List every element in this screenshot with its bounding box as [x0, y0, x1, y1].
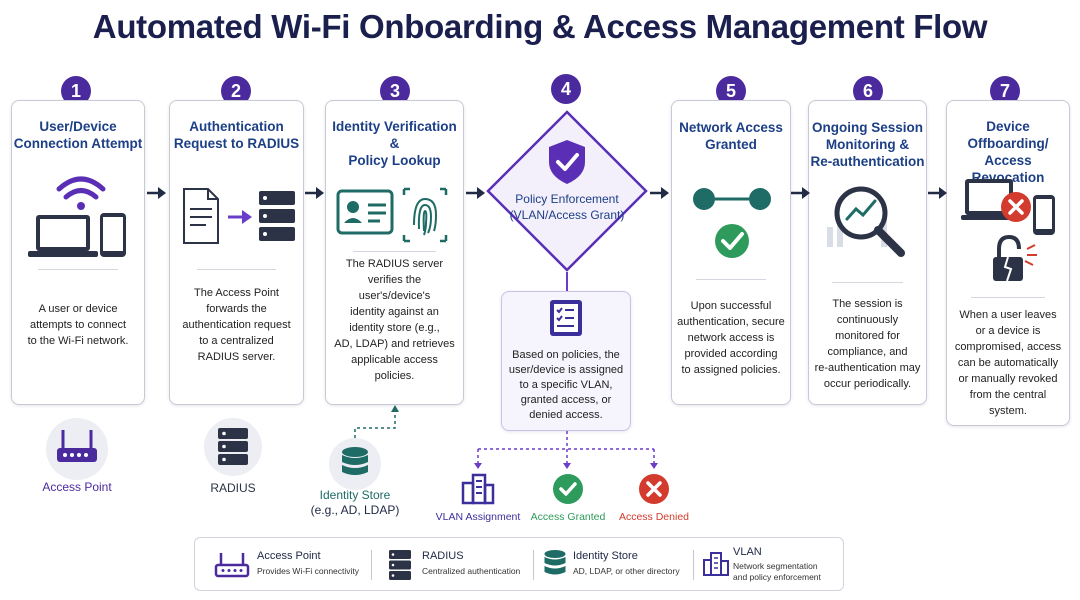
router-icon — [57, 430, 97, 462]
outcome-vlan-label: VLAN Assignment — [435, 511, 521, 523]
document-to-server-icon — [183, 188, 295, 244]
arrow-6-7 — [928, 187, 947, 199]
radius-label: RADIUS — [210, 481, 256, 495]
id-card-fingerprint-icon — [336, 187, 448, 243]
legend-name: VLAN — [733, 546, 762, 558]
database-icon — [544, 550, 566, 575]
step-card-3: Identity Verification &Policy Lookup The… — [325, 100, 464, 405]
server-icon — [389, 550, 411, 580]
step-title-7: Device Offboarding/Access Revocation — [967, 119, 1049, 185]
outcome-denied-label: Access Denied — [618, 511, 690, 523]
legend-identity-store: Identity Store AD, LDAP, or other direct… — [541, 538, 691, 592]
wifi-laptop-phone-icon — [28, 176, 126, 257]
step-number-4: 4 — [551, 74, 581, 104]
page-title: Automated Wi-Fi Onboarding & Access Mana… — [92, 8, 988, 45]
legend-name: Access Point — [257, 550, 321, 562]
legend-radius: RADIUS Centralized authentication — [380, 538, 530, 592]
legend-desc: Provides Wi-Fi connectivity — [257, 566, 360, 576]
step-card-7: Device Offboarding/Access Revocation Whe… — [946, 100, 1070, 426]
check-circle-icon — [553, 474, 583, 504]
x-circle-icon — [639, 474, 669, 504]
policy-enforcement-diamond — [486, 110, 648, 272]
step-title-3: Identity Verification &Policy Lookup — [332, 119, 457, 168]
building-icon — [461, 473, 495, 505]
legend-name: RADIUS — [422, 550, 464, 562]
arrow-4-5 — [650, 187, 669, 199]
identity-store-label: Identity Store(e.g., AD, LDAP) — [310, 488, 400, 517]
step-title-4: Policy Enforcement(VLAN/Access Grant) — [509, 192, 625, 222]
shield-check-icon — [549, 140, 585, 184]
access-point-label: Access Point — [42, 480, 112, 494]
identity-store-connector — [354, 405, 399, 438]
devices-revoked-lock-icon — [961, 179, 1055, 282]
server-icon — [218, 428, 248, 465]
magnifier-chart-icon — [827, 186, 905, 257]
outcome-granted-label: Access Granted — [530, 511, 606, 523]
legend-access-point: Access Point Provides Wi-Fi connectivity — [195, 538, 365, 592]
legend-desc: Centralized authentication — [422, 566, 521, 576]
arrow-2-3 — [305, 187, 324, 199]
outcome-connectors — [474, 431, 658, 469]
diamond-to-policy-connector — [566, 272, 568, 291]
legend-name: Identity Store — [573, 550, 638, 562]
router-icon — [214, 553, 250, 578]
legend: Access Point Provides Wi-Fi connectivity… — [194, 537, 844, 591]
connected-nodes-check-icon — [693, 188, 771, 258]
arrow-3-4 — [466, 187, 485, 199]
policy-book-icon — [550, 300, 582, 336]
arrow-1-2 — [147, 187, 166, 199]
arrow-5-6 — [791, 187, 810, 199]
legend-desc: AD, LDAP, or other directory — [573, 566, 680, 576]
database-icon — [342, 447, 368, 475]
building-icon — [703, 552, 729, 576]
